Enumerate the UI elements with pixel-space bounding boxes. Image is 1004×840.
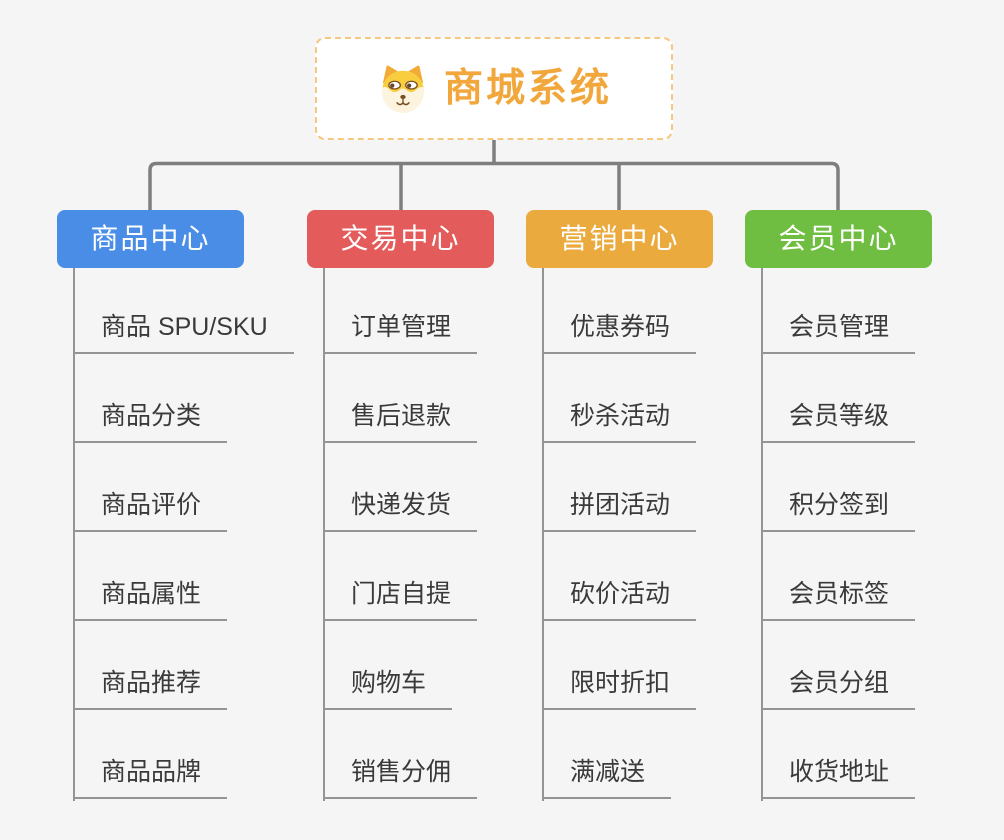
branch-items: 商品 SPU/SKU 商品分类商品评价商品属性商品推荐商品品牌	[73, 268, 305, 801]
sub-item[interactable]: 购物车	[323, 666, 453, 710]
sub-item[interactable]: 优惠券码	[542, 310, 697, 354]
sub-item[interactable]: 秒杀活动	[542, 399, 697, 443]
root-node[interactable]: 商城系统	[315, 37, 673, 140]
sub-item[interactable]: 会员分组	[761, 666, 916, 710]
branch-4: 会员中心会员管理会员等级积分签到会员标签会员分组收货地址	[745, 210, 932, 801]
sub-item[interactable]: 商品评价	[73, 488, 228, 532]
sub-item[interactable]: 订单管理	[323, 310, 478, 354]
sub-item[interactable]: 满减送	[542, 755, 672, 799]
branch-header[interactable]: 交易中心	[307, 210, 494, 268]
branch-header[interactable]: 营销中心	[526, 210, 713, 268]
sub-item[interactable]: 门店自提	[323, 577, 478, 621]
dog-face-icon	[381, 65, 425, 113]
sub-item[interactable]: 商品推荐	[73, 666, 228, 710]
branch-items: 订单管理售后退款快递发货门店自提购物车销售分佣	[323, 268, 555, 801]
root-title: 商城系统	[443, 67, 612, 110]
branch-items: 会员管理会员等级积分签到会员标签会员分组收货地址	[761, 268, 993, 801]
branch-rail-line	[148, 161, 840, 210]
branch-items: 优惠券码秒杀活动拼团活动砍价活动限时折扣满减送	[542, 268, 774, 801]
sub-item[interactable]: 售后退款	[323, 399, 478, 443]
branch-2: 交易中心订单管理售后退款快递发货门店自提购物车销售分佣	[307, 210, 494, 801]
sub-item[interactable]: 快递发货	[323, 488, 478, 532]
sub-item[interactable]: 拼团活动	[542, 488, 697, 532]
sub-item[interactable]: 会员标签	[761, 577, 916, 621]
sub-item[interactable]: 商品分类	[73, 399, 228, 443]
sub-item[interactable]: 限时折扣	[542, 666, 697, 710]
sub-item[interactable]: 商品品牌	[73, 755, 228, 799]
branch-3: 营销中心优惠券码秒杀活动拼团活动砍价活动限时折扣满减送	[526, 210, 713, 801]
sub-item[interactable]: 商品属性	[73, 577, 228, 621]
sub-item[interactable]: 会员管理	[761, 310, 916, 354]
sub-item[interactable]: 砍价活动	[542, 577, 697, 621]
branch-header[interactable]: 商品中心	[57, 210, 244, 268]
branch-header[interactable]: 会员中心	[745, 210, 932, 268]
sub-item[interactable]: 销售分佣	[323, 755, 478, 799]
sub-item[interactable]: 商品 SPU/SKU	[73, 310, 294, 354]
sub-item[interactable]: 会员等级	[761, 399, 916, 443]
sub-item[interactable]: 收货地址	[761, 755, 916, 799]
sub-item[interactable]: 积分签到	[761, 488, 916, 532]
branch-1: 商品中心商品 SPU/SKU 商品分类商品评价商品属性商品推荐商品品牌	[57, 210, 294, 801]
